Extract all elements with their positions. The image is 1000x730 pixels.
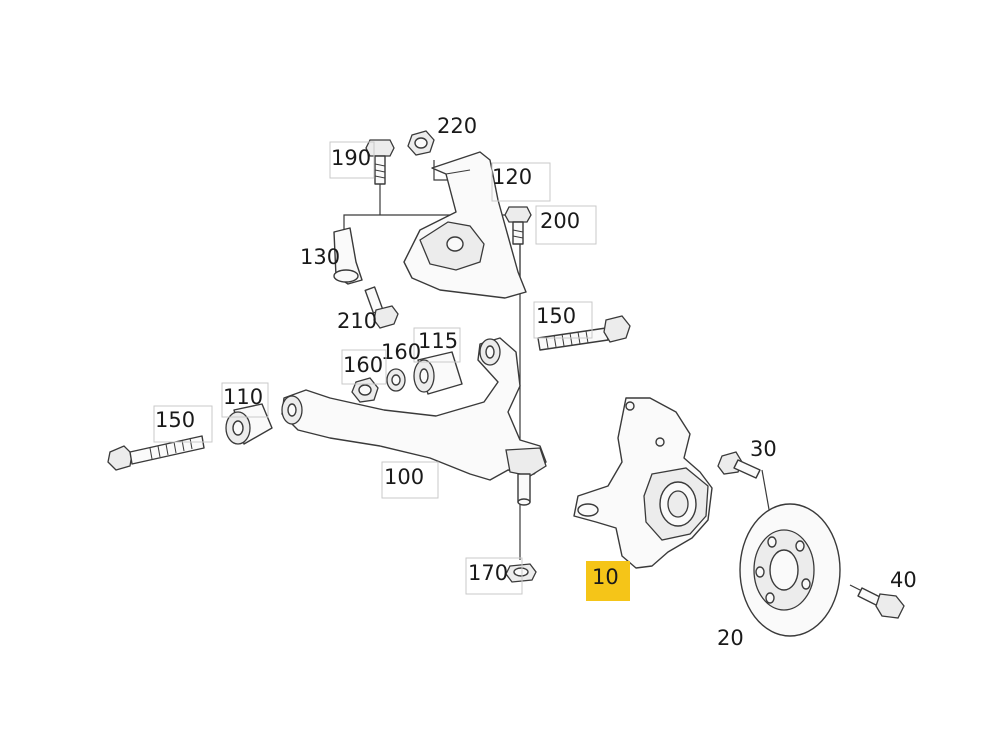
callouts: 190 220 120 200 130 210 150 115 160 bbox=[153, 114, 917, 650]
callout-40-label: 40 bbox=[890, 568, 917, 592]
callout-120-label: 120 bbox=[492, 165, 532, 189]
callout-10-label: 10 bbox=[592, 565, 619, 589]
callout-220[interactable]: 220 bbox=[437, 114, 477, 138]
callout-210-label: 210 bbox=[337, 309, 377, 333]
part-150-bolt-upper[interactable] bbox=[537, 315, 631, 351]
part-210-bolt[interactable] bbox=[364, 286, 399, 329]
part-160-washer-a[interactable] bbox=[351, 377, 379, 403]
callout-100[interactable]: 100 bbox=[381, 461, 439, 499]
callout-10[interactable]: 10 bbox=[586, 561, 630, 601]
part-40-bolt[interactable] bbox=[857, 587, 905, 619]
callout-160-b[interactable]: 160 bbox=[381, 340, 421, 364]
callout-115[interactable]: 115 bbox=[413, 327, 461, 363]
part-170-nut[interactable] bbox=[505, 563, 537, 583]
callout-170-label: 170 bbox=[468, 561, 508, 585]
part-100-control-arm[interactable] bbox=[281, 337, 547, 506]
callout-200-label: 200 bbox=[540, 209, 580, 233]
callout-40[interactable]: 40 bbox=[890, 568, 917, 592]
callout-130[interactable]: 130 bbox=[300, 245, 340, 269]
callout-150-left-label: 150 bbox=[155, 408, 195, 432]
callout-160-b-label: 160 bbox=[381, 340, 421, 364]
part-120-bracket[interactable] bbox=[403, 151, 527, 299]
callout-160-a[interactable]: 160 bbox=[341, 349, 387, 385]
part-20-brake-disc[interactable] bbox=[739, 503, 841, 637]
callout-20[interactable]: 20 bbox=[717, 626, 744, 650]
callout-210[interactable]: 210 bbox=[337, 309, 377, 333]
callout-200[interactable]: 200 bbox=[535, 205, 597, 245]
callout-120[interactable]: 120 bbox=[491, 162, 551, 202]
callout-110-label: 110 bbox=[223, 385, 263, 409]
part-10-steering-knuckle[interactable] bbox=[573, 397, 713, 569]
part-30-wheel-bolt[interactable] bbox=[717, 451, 761, 479]
callout-100-label: 100 bbox=[384, 465, 424, 489]
callout-10-highlight bbox=[586, 561, 630, 601]
callout-150-left[interactable]: 150 bbox=[153, 405, 213, 443]
part-110-bushing[interactable] bbox=[225, 403, 273, 445]
callout-30-label: 30 bbox=[750, 437, 777, 461]
callout-150-upper[interactable]: 150 bbox=[533, 301, 593, 339]
callout-30[interactable]: 30 bbox=[750, 437, 777, 461]
callout-160-a-label: 160 bbox=[343, 353, 383, 377]
callout-115-label: 115 bbox=[418, 329, 458, 353]
callout-190-label: 190 bbox=[331, 146, 371, 170]
callout-150-upper-label: 150 bbox=[536, 304, 576, 328]
callout-20-label: 20 bbox=[717, 626, 744, 650]
callout-130-label: 130 bbox=[300, 245, 340, 269]
part-200-bolt[interactable] bbox=[504, 206, 532, 245]
part-160-washer-b[interactable] bbox=[386, 368, 406, 392]
callout-220-label: 220 bbox=[437, 114, 477, 138]
callout-190[interactable]: 190 bbox=[329, 141, 375, 179]
part-150-bolt-left[interactable] bbox=[107, 435, 205, 471]
callout-170[interactable]: 170 bbox=[465, 557, 523, 595]
part-190-bolt[interactable] bbox=[365, 139, 395, 185]
callout-110[interactable]: 110 bbox=[221, 382, 269, 418]
part-115-bushing[interactable] bbox=[413, 351, 463, 395]
part-130-bracket[interactable] bbox=[333, 227, 363, 285]
part-220-nut[interactable] bbox=[407, 130, 435, 156]
